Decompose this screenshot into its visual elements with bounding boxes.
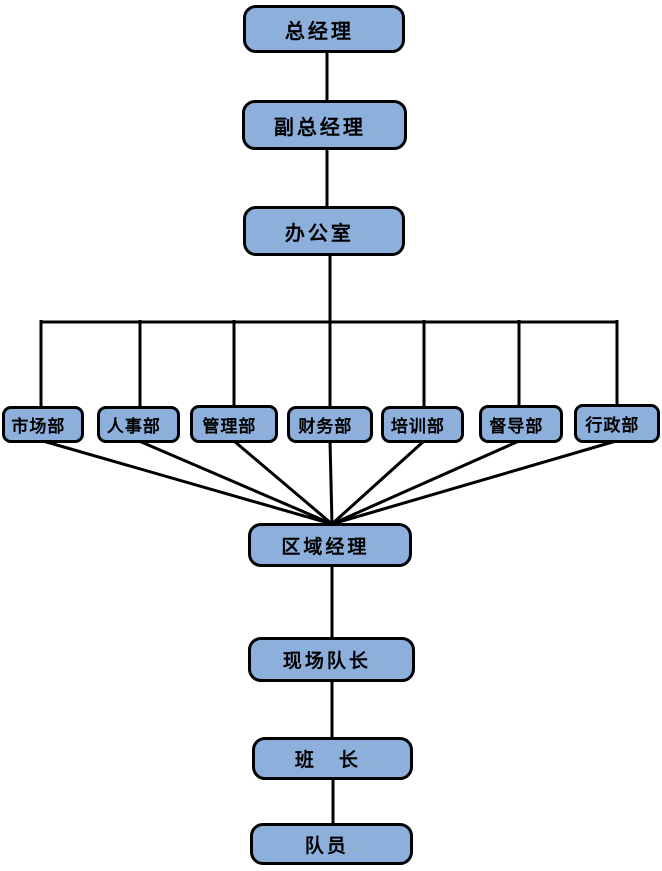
- paragraph-mark-icon: ↵: [445, 423, 456, 435]
- connector-line: [42, 439, 333, 526]
- node-label: 队员: [304, 835, 349, 857]
- node-label: 管理部: [202, 416, 257, 436]
- paragraph-mark-icon: ↵: [354, 229, 365, 242]
- node-label: 区域经理: [281, 536, 370, 558]
- paragraph-mark-icon: ↵: [361, 757, 372, 769]
- node-label: 市场部: [11, 417, 66, 436]
- node-admin-dept[interactable]: 行政部↵: [574, 404, 660, 443]
- node-finance-dept[interactable]: 财务部↵: [287, 406, 373, 443]
- connector-line: [331, 439, 617, 526]
- paragraph-mark-icon: ↵: [366, 123, 377, 136]
- node-team-member[interactable]: 队员↵: [250, 823, 413, 865]
- paragraph-mark-icon: ↵: [349, 842, 360, 855]
- connector-line: [233, 439, 333, 526]
- paragraph-mark-icon: ↵: [161, 423, 172, 435]
- connector-line: [138, 439, 333, 526]
- paragraph-mark-icon: ↵: [257, 422, 267, 435]
- node-label: 总经理: [284, 20, 354, 43]
- node-training-dept[interactable]: 培训部↵: [381, 406, 464, 443]
- node-management-dept[interactable]: 管理部↵: [190, 405, 278, 443]
- paragraph-mark-icon: ↵: [370, 543, 380, 556]
- node-squad-leader[interactable]: 班 长↵: [252, 737, 413, 780]
- node-supervision-dept[interactable]: 督导部↵: [479, 405, 563, 443]
- node-label: 办公室: [284, 222, 354, 245]
- node-office[interactable]: 办公室↵: [243, 206, 405, 256]
- node-label: 督导部: [489, 416, 544, 436]
- paragraph-mark-icon: ↵: [371, 658, 382, 670]
- connector-line: [330, 439, 426, 526]
- paragraph-mark-icon: ↵: [544, 422, 554, 435]
- node-marketing-dept[interactable]: 市场部↵: [2, 406, 84, 443]
- node-label: 财务部: [298, 417, 353, 436]
- connector-line: [331, 439, 520, 526]
- node-site-captain[interactable]: 现场队长↵: [248, 637, 415, 682]
- connector-line: [328, 440, 334, 525]
- node-regional-manager[interactable]: 区域经理↵: [248, 523, 412, 567]
- paragraph-mark-icon: ↵: [66, 423, 76, 435]
- node-label: 行政部: [585, 416, 640, 435]
- node-label: 现场队长: [282, 651, 371, 672]
- node-label: 班 长: [294, 750, 361, 771]
- node-label: 人事部: [106, 417, 161, 436]
- node-hr-dept[interactable]: 人事部↵: [97, 406, 180, 443]
- paragraph-mark-icon: ↵: [354, 27, 365, 40]
- paragraph-mark-icon: ↵: [353, 423, 363, 435]
- node-label: 副总经理: [273, 116, 366, 139]
- node-general-manager[interactable]: 总经理↵: [243, 5, 405, 53]
- node-deputy-general-manager[interactable]: 副总经理↵: [242, 100, 407, 150]
- paragraph-mark-icon: ↵: [640, 422, 650, 434]
- node-label: 培训部: [390, 417, 445, 436]
